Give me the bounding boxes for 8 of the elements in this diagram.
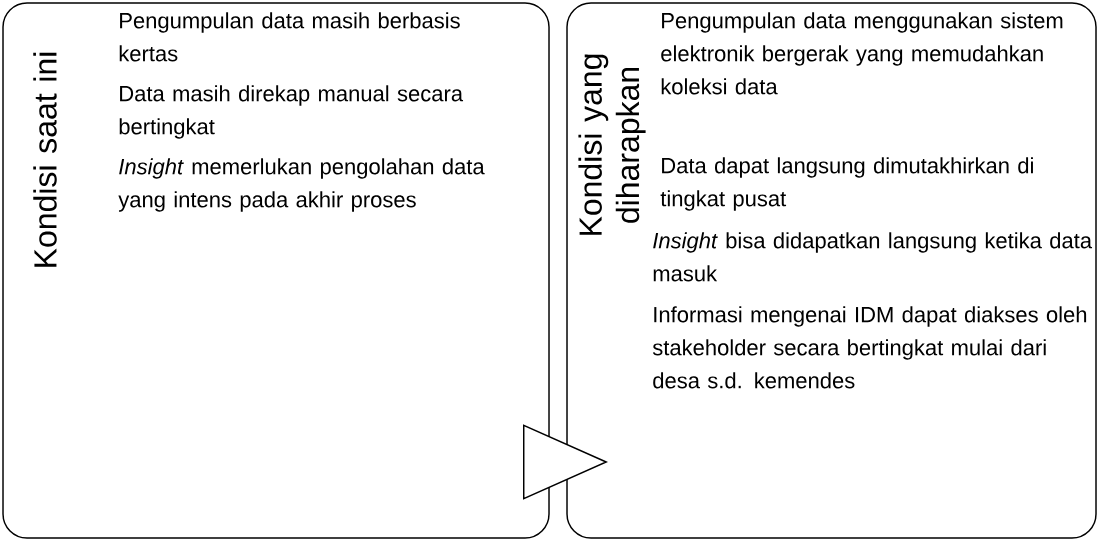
bullet-text: Informasi mengenai IDM dapat diakses oleh stakeholder secara bertingkat mulai dari desa s.d. kemendes (652, 306, 1087, 389)
bullet-text: Data dapat langsung dimutakhirkan di tingkat pusat (660, 157, 1033, 211)
bullet-text: Pengumpulan data masih berbasis kertas (119, 12, 460, 62)
vertical-title: Kondisi yang diharapkan (578, 54, 646, 235)
vertical-title: Kondisi saat ini (33, 52, 57, 267)
bullet-text: Pengumpulan data menggunakan sistem elektronik bergerak yang memudahkan koleksi data (661, 12, 1063, 95)
bullet-text: Insight memerlukan pengolahan data yang intens pada akhir proses (118, 158, 485, 212)
bullet-text: Insight bisa didapatkan langsung ketika data masuk (653, 232, 1093, 282)
